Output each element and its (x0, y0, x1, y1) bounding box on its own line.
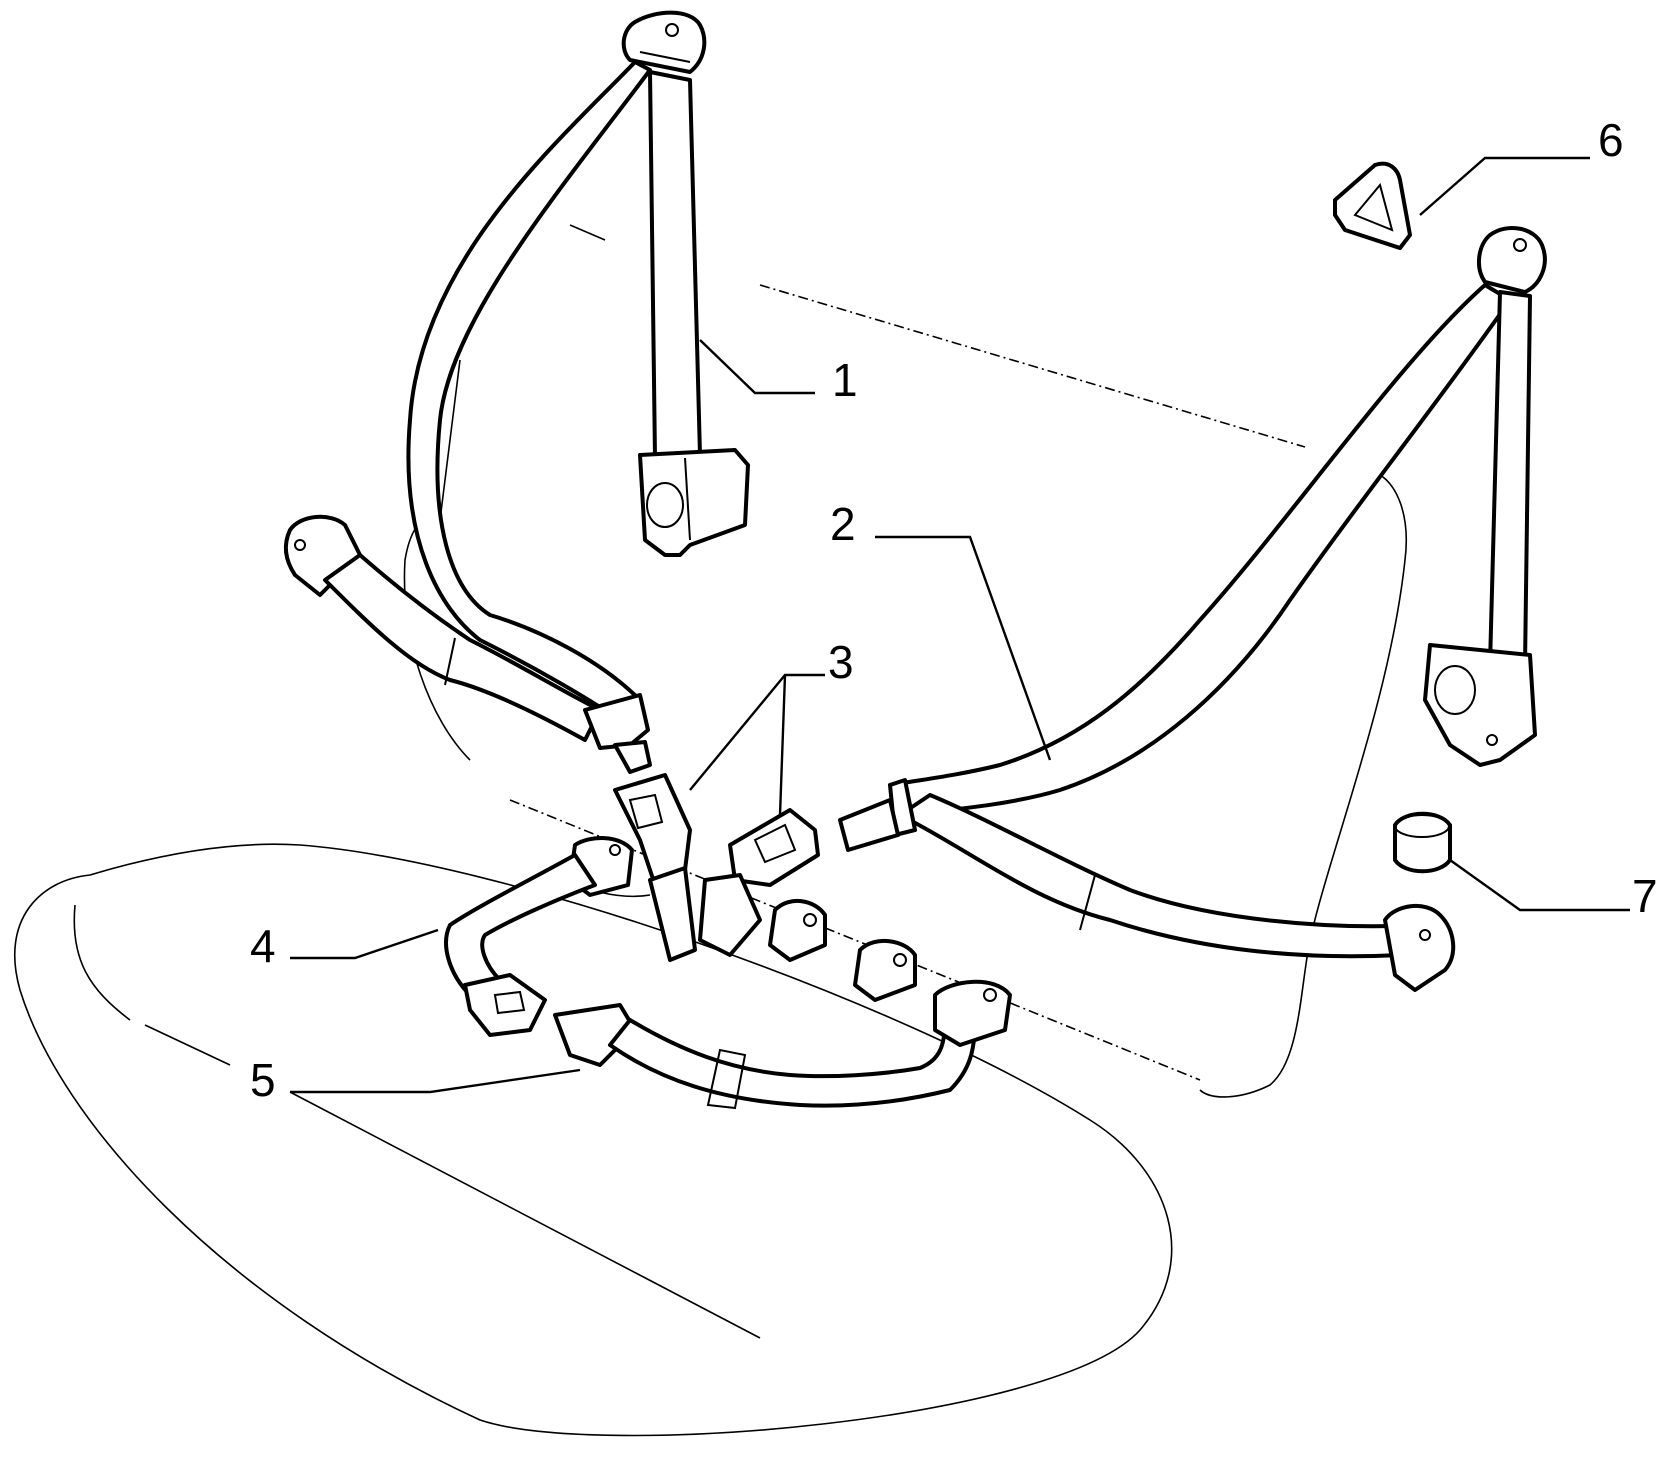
part-6-trim-cover (1333, 161, 1412, 250)
tongue-blade-left (613, 740, 652, 774)
callout-6: 6 (1598, 114, 1624, 166)
seat-outline (14, 224, 1408, 1437)
buckle-release-button (628, 793, 664, 830)
part-7-bush (1393, 811, 1452, 874)
callout-1: 1 (832, 354, 858, 406)
callout-numbers: 1 2 3 4 5 6 7 (250, 114, 1658, 1106)
retractor-left (638, 448, 750, 557)
trim-cover-outer (1333, 161, 1412, 250)
anchor-bolt-hole (1513, 238, 1527, 252)
shoulder-strap-right (888, 283, 1512, 817)
tongue-blade-right (838, 798, 900, 852)
buckle-release-button (493, 990, 526, 1015)
callout-4: 4 (250, 920, 276, 972)
part-2-right-three-point-belt (838, 226, 1547, 992)
bush-body (1393, 811, 1452, 874)
strap-keeper (706, 1048, 747, 1110)
anchor-bolt-hole (665, 23, 679, 37)
seat-cushion-front-line (144, 1024, 761, 1339)
upper-anchor-plate-right (1477, 226, 1547, 294)
bush-top-rim (1394, 814, 1450, 838)
anchor-hole (983, 988, 997, 1002)
upper-anchor-plate-left (621, 10, 707, 74)
tongue-plate-left (583, 693, 650, 750)
leader-1 (699, 339, 815, 395)
leader-7 (1449, 859, 1630, 912)
retractor-right (1423, 643, 1537, 767)
leader-6 (1419, 156, 1590, 216)
anchor-hole (294, 539, 306, 551)
strap-keeper (1079, 874, 1096, 931)
anchor-hole (893, 953, 907, 967)
callout-3: 3 (828, 636, 854, 688)
lap-strap-part4 (444, 853, 597, 997)
retractor-bolt (1486, 734, 1498, 746)
lap-strap-right (898, 793, 1422, 959)
buckle-right (728, 808, 820, 887)
leader-3a (689, 673, 825, 791)
part-5-centre-lap-belt (553, 979, 1012, 1110)
leader-3b (778, 674, 787, 816)
leader-5 (290, 1068, 581, 1094)
anchor-slot (639, 51, 691, 63)
retractor-edge (684, 457, 691, 541)
leader-lines (290, 156, 1630, 1094)
retractor-spool (646, 482, 684, 528)
callout-5: 5 (250, 1054, 276, 1106)
seat-back-top-line (759, 284, 1306, 448)
anchor-hole (1419, 929, 1431, 941)
seat-back-right-outline (1199, 469, 1408, 1098)
anchor-hole (609, 844, 621, 856)
retractor-spool (1434, 665, 1476, 715)
buckle-release-button (753, 823, 797, 864)
callout-7: 7 (1632, 870, 1658, 922)
seat-cushion-outline (14, 843, 1173, 1437)
part-3-centre-buckles (613, 773, 917, 1002)
part-1-left-three-point-belt (283, 10, 750, 774)
part-4-centre-lap-belt (444, 836, 634, 1037)
buckle-part4 (463, 973, 547, 1037)
lower-anchor-right (1383, 903, 1456, 992)
buckle-strap-right (698, 873, 762, 957)
anchor-hole (803, 913, 817, 927)
leader-4 (290, 928, 439, 960)
strap-keeper (444, 637, 456, 686)
callout-2: 2 (830, 498, 856, 550)
buckle-strap-left (648, 866, 697, 962)
vertical-strap-right (1488, 290, 1532, 667)
buckle-anchor-plate-2 (853, 938, 917, 1002)
seat-cushion-inner (73, 904, 131, 1021)
vertical-strap-left (648, 70, 702, 460)
lap-strap-part5 (608, 1018, 977, 1108)
trim-cover-opening (1353, 182, 1394, 232)
anchor-plate-part5 (933, 979, 1012, 1047)
buckle-anchor-plate-1 (768, 898, 827, 962)
leader-2 (875, 535, 1052, 761)
